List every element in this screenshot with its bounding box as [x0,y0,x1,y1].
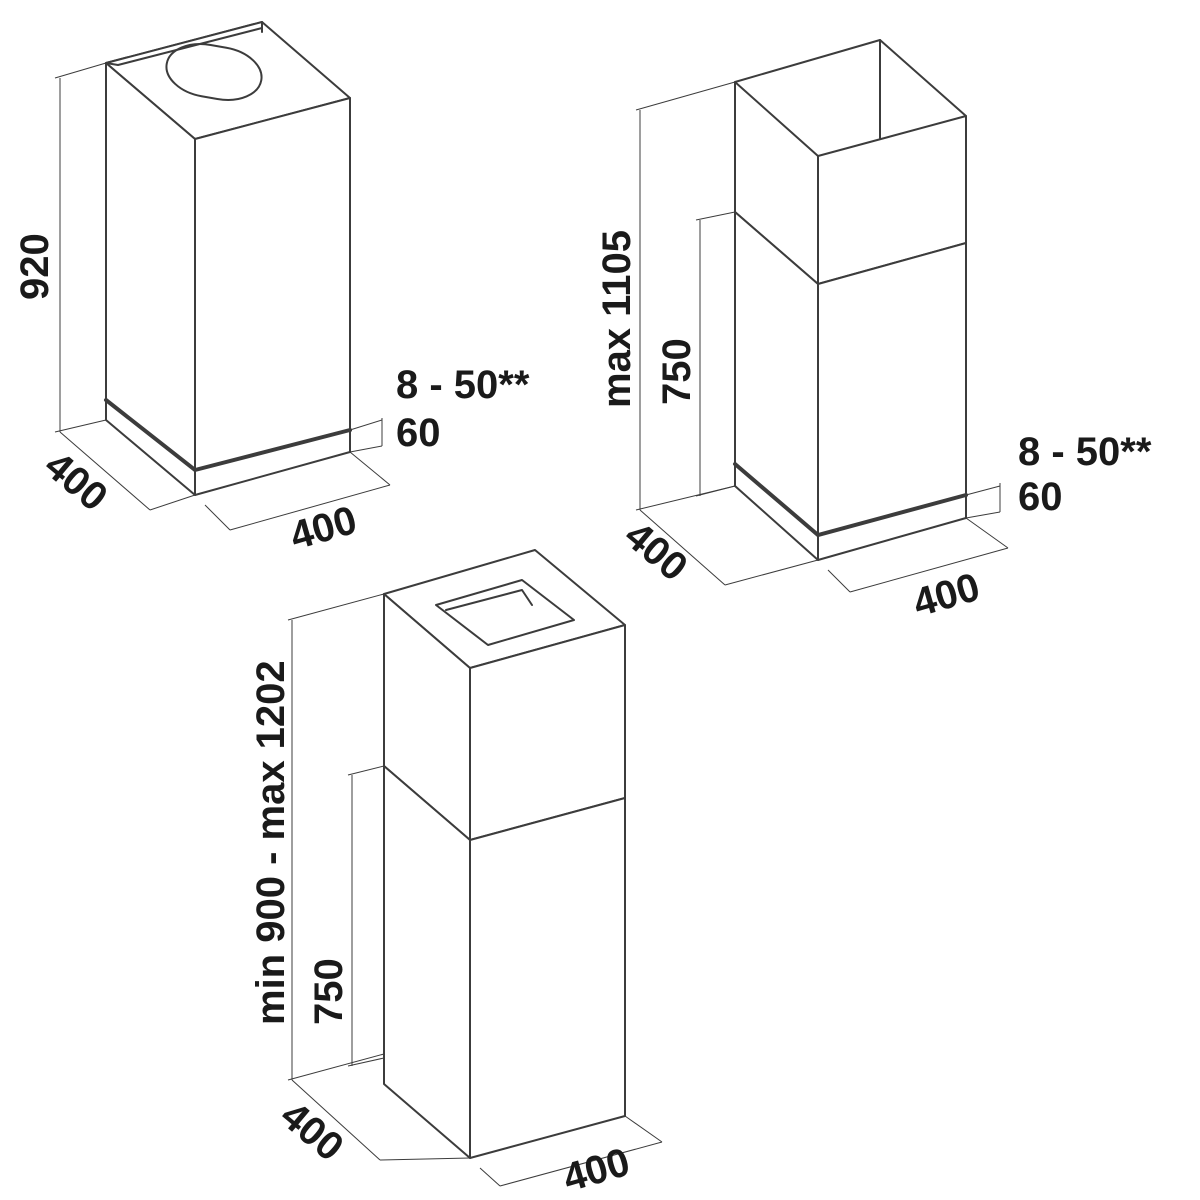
hood-a-base-label: 60 [396,411,441,455]
hood-c-outlet [435,579,575,646]
hood-a-left-face [105,62,196,496]
hood-b-glass-gap-label: 8 - 50** [1018,430,1152,474]
hood-c-width-right-label: 400 [558,1140,634,1200]
hood-b-base-label: 60 [1018,475,1063,519]
hood-a-figure: 920 400 400 8 - 50** 60 [13,21,530,559]
hood-c-height-label: min 900 - max 1202 [249,660,293,1025]
hood-c-lower-height-label: 750 [307,958,351,1025]
hood-b-lower-height-label: 750 [655,338,699,405]
hood-a-glass-band [104,398,352,473]
hood-b-width-right-label: 400 [908,565,984,626]
hood-a-width-right-label: 400 [285,498,361,559]
hood-c-figure: min 900 - max 1202 750 400 400 [249,549,663,1200]
hood-b-glass-band [733,462,968,538]
hood-a-height-label: 920 [13,233,57,300]
hood-a-width-left-label: 400 [36,443,115,520]
hood-b-lower-front-face [817,242,967,561]
hood-b-figure: max 1105 750 400 400 8 - 50** 60 [595,39,1152,626]
hood-c-width-left-label: 400 [272,1093,351,1170]
hood-b-width-left-label: 400 [616,513,695,590]
hood-c-lower-front-face [469,797,626,1159]
hood-a-outlet [165,43,263,101]
hood-a-glass-gap-label: 8 - 50** [396,363,530,407]
hood-b-height-label: max 1105 [595,230,639,408]
